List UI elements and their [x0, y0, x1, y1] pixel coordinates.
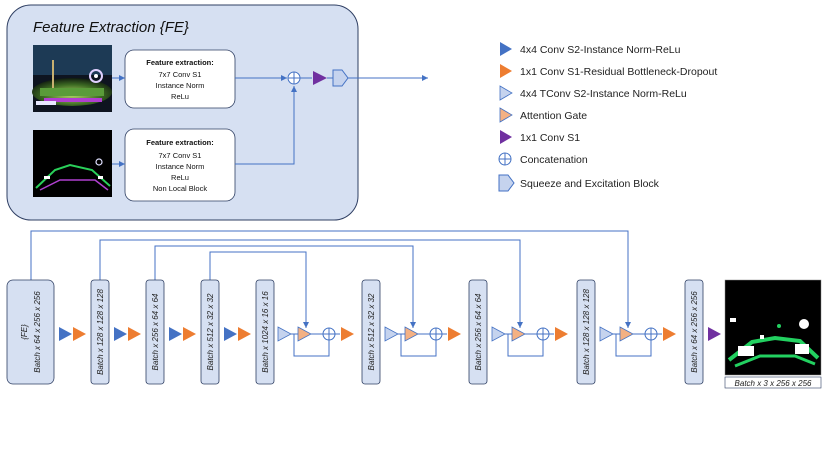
- feature-extraction-top-box: [124, 49, 236, 109]
- attention-gate-icon: [404, 326, 419, 342]
- tconv-triangle-icon: [277, 326, 292, 342]
- decoder-block-2: Batch x 256 x 64 x 64: [468, 279, 488, 385]
- feature-extraction-title: Feature Extraction {FE}: [33, 19, 189, 36]
- fe-block-shape: Batch x 64 x 256 x 256: [33, 291, 42, 373]
- conv-triangle-icon: [114, 327, 127, 341]
- final-1x1-conv-icon: [708, 327, 721, 341]
- feature-extraction-panel: Feature Extraction {FE} Feature extracti…: [6, 4, 428, 221]
- input-image-top: [32, 45, 112, 112]
- decoder-block-3: Batch x 128 x 128 x 128: [576, 279, 596, 385]
- legend-blue-triangle-icon: [500, 42, 512, 56]
- legend-peach-triangle-icon: [499, 107, 513, 123]
- legend-light-blue-triangle-icon: [499, 85, 513, 101]
- svg-text:Batch x 64 x 256 x 256: Batch x 64 x 256 x 256: [690, 291, 699, 373]
- output-image: [724, 279, 822, 376]
- fe-block-name: {FE}: [20, 324, 29, 340]
- decoder-stage-1: [277, 326, 354, 357]
- svg-text:Batch x 1024 x 16 x 16: Batch x 1024 x 16 x 16: [261, 291, 270, 373]
- decoder-block-1: Batch x 512 x 32 x 32: [361, 279, 381, 385]
- attention-gate-icon: [619, 326, 634, 342]
- input-image-bottom: [33, 130, 112, 197]
- legend-label-1: 4x4 Conv S2-Instance Norm-ReLu: [520, 44, 681, 56]
- residual-triangle-icon: [183, 327, 196, 341]
- encoder-block-3: Batch x 512 x 32 x 32: [200, 279, 220, 385]
- svg-text:Batch x 512 x 32 x 32: Batch x 512 x 32 x 32: [367, 293, 376, 370]
- fe-bottom-line-1: 7x7 Conv S1: [159, 151, 202, 160]
- residual-triangle-icon: [663, 327, 676, 341]
- encoder-block-1: Batch x 128 x 128 x 128: [90, 279, 110, 385]
- tconv-triangle-icon: [491, 326, 506, 342]
- conv-triangle-icon: [169, 327, 182, 341]
- fe-bottom-line-2: Instance Norm: [156, 162, 205, 171]
- fe-se-block-icon: [332, 69, 349, 87]
- svg-text:Batch x 512 x 32 x 32: Batch x 512 x 32 x 32: [206, 293, 215, 370]
- residual-triangle-icon: [128, 327, 141, 341]
- residual-triangle-icon: [73, 327, 86, 341]
- fe-top-line-3: ReLu: [171, 92, 189, 101]
- residual-triangle-icon: [448, 327, 461, 341]
- legend-label-7: Squeeze and Excitation Block: [520, 178, 660, 190]
- attention-gate-icon: [297, 326, 312, 342]
- fe-top-line-2: Instance Norm: [156, 81, 205, 90]
- fe-top-line-1: 7x7 Conv S1: [159, 70, 202, 79]
- svg-text:Batch x 128 x 128 x 128: Batch x 128 x 128 x 128: [582, 289, 591, 375]
- legend-label-3: 4x4 TConv S2-Instance Norm-ReLu: [520, 88, 687, 100]
- residual-triangle-icon: [341, 327, 354, 341]
- residual-triangle-icon: [238, 327, 251, 341]
- legend: 4x4 Conv S2-Instance Norm-ReLu 1x1 Conv …: [498, 42, 717, 192]
- feature-extraction-bottom-box: [124, 128, 236, 202]
- bottleneck-block: Batch x 1024 x 16 x 16: [255, 279, 275, 385]
- fe-top-heading: Feature extraction:: [146, 58, 214, 67]
- attention-gate-icon: [511, 326, 526, 342]
- skip-connections: [30, 230, 631, 328]
- legend-label-2: 1x1 Conv S1-Residual Bottleneck-Dropout: [520, 66, 717, 78]
- residual-triangle-icon: [555, 327, 568, 341]
- fe-concatenation-icon: [287, 71, 301, 85]
- conv-triangle-icon: [59, 327, 72, 341]
- decoder-stage-3: [491, 326, 568, 357]
- legend-orange-triangle-icon: [500, 64, 512, 78]
- fe-1x1-conv-icon: [313, 71, 327, 85]
- encoder-block-2: Batch x 256 x 64 x 64: [145, 279, 165, 385]
- svg-text:Batch x 256 x 64 x 64: Batch x 256 x 64 x 64: [151, 293, 160, 370]
- decoder-stage-2: [384, 326, 461, 357]
- legend-label-4: Attention Gate: [520, 110, 587, 122]
- fe-bottom-heading: Feature extraction:: [146, 138, 214, 147]
- legend-pentagon-icon: [498, 174, 515, 192]
- decoder-stage-4: [599, 326, 676, 357]
- svg-text:Batch x 256 x 64 x 64: Batch x 256 x 64 x 64: [474, 293, 483, 370]
- legend-purple-triangle-icon: [500, 130, 512, 144]
- legend-concatenation-icon: [498, 152, 512, 166]
- conv-triangle-icon: [224, 327, 237, 341]
- fe-output-block: {FE} Batch x 64 x 256 x 256: [6, 279, 55, 385]
- fe-bottom-line-3: ReLu: [171, 173, 189, 182]
- output-shape-label: Batch x 3 x 256 x 256: [735, 379, 812, 388]
- fe-bottom-line-4: Non Local Block: [153, 184, 207, 193]
- decoder-block-4: Batch x 64 x 256 x 256: [684, 279, 704, 385]
- svg-text:Batch x 128 x 128 x 128: Batch x 128 x 128 x 128: [96, 289, 105, 375]
- tconv-triangle-icon: [599, 326, 614, 342]
- tconv-triangle-icon: [384, 326, 399, 342]
- output-label-box: [724, 376, 822, 389]
- legend-label-6: Concatenation: [520, 154, 588, 166]
- legend-label-5: 1x1 Conv S1: [520, 132, 580, 144]
